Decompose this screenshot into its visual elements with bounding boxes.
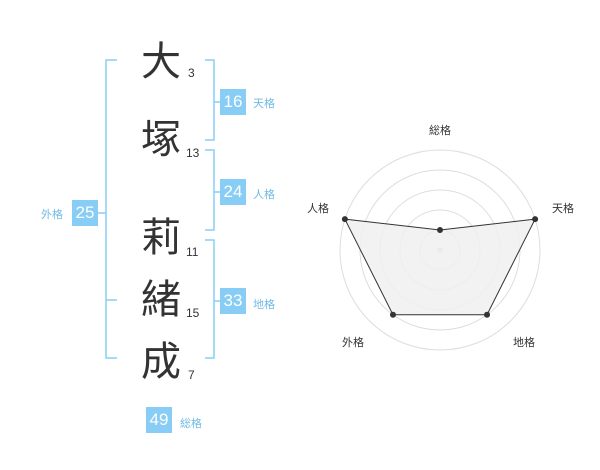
gaikaku-value-badge: 25 [72, 200, 98, 226]
radar-point-bottom-left [389, 311, 396, 318]
name-char-4: 緒 [141, 277, 181, 323]
chikaku-bracket [205, 239, 215, 359]
name-char-1: 大 [141, 39, 181, 85]
radar-label-gaikaku: 外格 [342, 335, 364, 349]
tenkaku-bracket [205, 59, 215, 141]
radar-grid-ring [339, 149, 541, 351]
stroke-count-2: 13 [186, 146, 200, 160]
tenkaku-label: 天格 [253, 97, 275, 110]
name-char-3: 莉 [141, 215, 181, 261]
radar-point-bottom-right [484, 311, 491, 318]
tenkaku-value-badge: 16 [220, 89, 246, 115]
radar-point-top [437, 227, 443, 233]
jinkaku-value-badge: 24 [220, 179, 246, 205]
radar-point-right [532, 216, 539, 223]
stroke-count-3: 11 [186, 245, 199, 259]
radar-area [344, 218, 536, 316]
radar-label-tenkaku: 天格 [552, 201, 574, 215]
jinkaku-bracket [205, 149, 215, 231]
stroke-count-1: 3 [188, 66, 195, 80]
name-char-5: 成 [141, 339, 181, 385]
name-char-2: 塚 [141, 117, 181, 163]
soukaku-value-badge: 49 [146, 407, 172, 433]
radar-label-jinkaku: 人格 [307, 201, 329, 215]
gaikaku-label: 外格 [41, 208, 63, 221]
radar-label-soukaku: 総格 [429, 123, 451, 137]
soukaku-label: 総格 [180, 417, 202, 430]
stroke-count-5: 7 [188, 368, 195, 382]
radar-label-chikaku: 地格 [513, 335, 535, 349]
jinkaku-label: 人格 [253, 188, 275, 201]
chikaku-value-badge: 33 [220, 288, 246, 314]
radar-point-left [341, 216, 348, 223]
chikaku-label: 地格 [253, 298, 275, 311]
stroke-count-4: 15 [186, 306, 200, 320]
gaikaku-bracket [105, 59, 117, 359]
